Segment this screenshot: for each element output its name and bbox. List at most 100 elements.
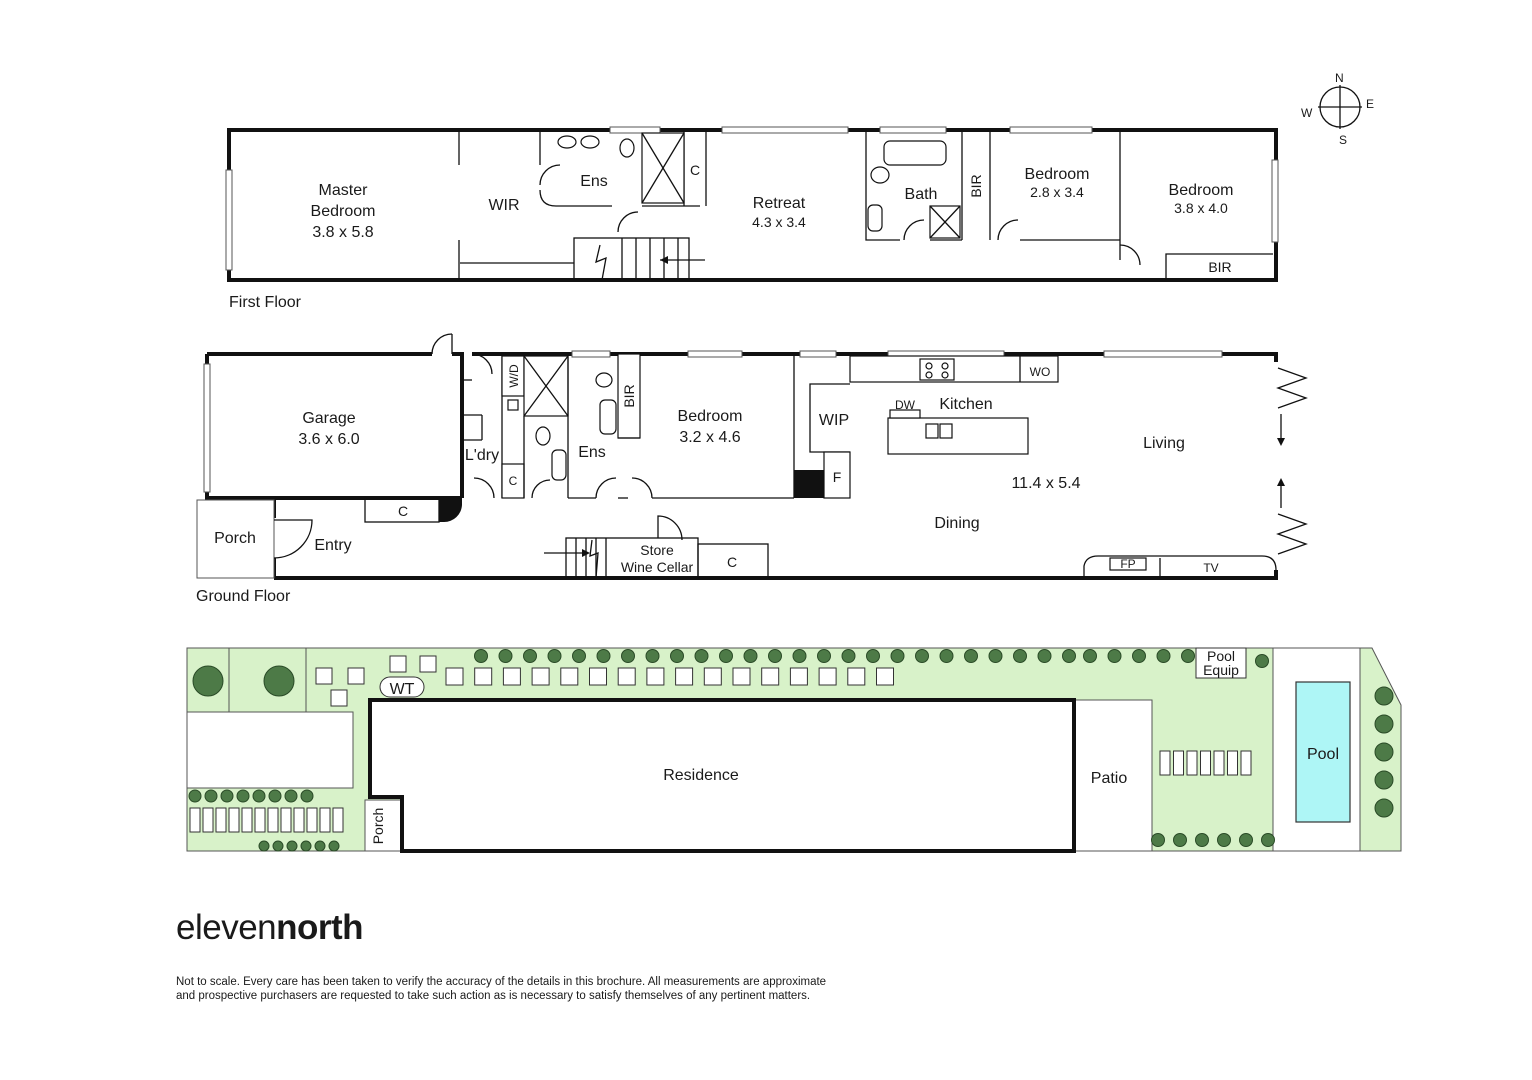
paver [389,655,407,673]
brand-logo: elevennorth [176,908,364,948]
shrub-icon [220,789,234,803]
paver [474,667,493,686]
paver [1173,750,1184,776]
paver [332,807,344,833]
paver [818,667,837,686]
compass-e: E [1366,97,1374,111]
site-porch-label: Porch [370,808,386,845]
shrub-icon [1261,833,1275,847]
laundry-label: L'dry [465,447,499,464]
shrub-icon [1107,649,1122,663]
paver [675,667,694,686]
brand-part-2: north [276,908,364,947]
shrub-icon [1255,654,1269,668]
dishwasher-label: DW [895,398,916,412]
shrub-icon [236,789,250,803]
tv-label: TV [1203,561,1218,575]
shrub-icon [1181,649,1195,663]
shrub-icon [817,649,831,663]
paver [847,667,866,686]
bedroom-3-label: Bedroom [1169,182,1234,199]
living-label: Living [1143,435,1185,452]
first-floor-plan: Master Bedroom 3.8 x 5.8 WIR Ens C Retre… [225,126,1279,311]
stepping-stones [189,655,1252,833]
wall-oven-label: WO [1030,365,1051,379]
master-bedroom-label-1: Master [319,182,369,199]
paver [315,667,333,685]
shrub-icon [915,649,929,663]
paver [189,807,201,833]
retreat-dims: 4.3 x 3.4 [752,214,806,230]
site-plan: WT Residence Porch Patio Pool Equip Pool [186,647,1402,853]
compass-w: W [1301,106,1313,120]
patio-label: Patio [1091,770,1128,787]
shrub-icon [670,649,684,663]
master-bedroom-dims: 3.8 x 5.8 [312,224,373,241]
paver [347,667,365,685]
bir-label: BIR [621,384,637,407]
paver [267,807,279,833]
paver [215,807,227,833]
shrub-icon [621,649,635,663]
paver [1186,750,1198,776]
paver [1213,750,1225,776]
shrub-icon [792,649,807,663]
pool-equip-label-1: Pool [1207,648,1235,664]
shrub-icon [263,665,295,697]
shrub-icon [204,789,218,803]
ground-floor-plan: Garage 3.6 x 6.0 Porch Entry C L'dry W/D… [196,333,1308,605]
paver [330,689,348,707]
cupboard-label: C [398,503,408,519]
water-tank-label: WT [390,681,415,698]
entry-label: Entry [314,537,351,554]
shrub-icon [988,649,1003,663]
shrub-icon [1156,649,1171,663]
compass-n: N [1335,71,1344,85]
paver [419,655,437,673]
fridge-label: F [833,469,842,485]
shrub-icon [1062,649,1076,663]
bedroom-label: Bedroom [678,408,743,425]
residence-label: Residence [663,767,739,784]
shrub-icon [768,649,782,663]
compass-s: S [1339,133,1347,147]
cupboard-small-label: C [509,474,518,488]
bedroom-3-dims: 3.8 x 4.0 [1174,200,1228,216]
paver [761,667,780,686]
shrub-icon [286,840,298,852]
shrub-icon [1217,833,1231,847]
pool-equip-label-2: Equip [1203,662,1239,678]
paver [202,807,214,833]
master-bedroom-label-2: Bedroom [311,203,376,220]
wd-label: W/D [507,364,521,388]
cupboard-store-label: C [727,554,737,570]
shrub-icon [188,789,202,803]
shrub-icon [645,649,660,663]
bir-label: BIR [1208,259,1231,275]
shrub-icon [939,649,954,663]
disclaimer: Not to scale. Every care has been taken … [176,975,876,1003]
bedroom-2-dims: 2.8 x 3.4 [1030,184,1084,200]
paver [1240,750,1252,776]
pool-label: Pool [1307,746,1339,763]
shrub-icon [694,649,709,663]
shrub-icon [547,649,562,663]
retreat-label: Retreat [753,195,806,212]
shrub-icon [1374,686,1394,706]
living-dims: 11.4 x 5.4 [1011,475,1080,492]
bir-vertical-label: BIR [968,174,984,197]
paver [876,667,894,686]
shrub-icon [572,649,586,663]
shrub-icon [1374,742,1394,762]
shrub-icon [284,789,298,803]
shrub-icon [1013,649,1027,663]
shrub-icon [890,649,905,663]
garage-label: Garage [302,410,355,427]
shrub-icon [523,649,537,663]
paver [646,667,665,686]
shrub-icon [1195,833,1209,847]
paver [293,807,305,833]
shrub-icon [1374,798,1394,818]
kitchen-label: Kitchen [939,396,992,413]
garage-dims: 3.6 x 6.0 [298,431,359,448]
